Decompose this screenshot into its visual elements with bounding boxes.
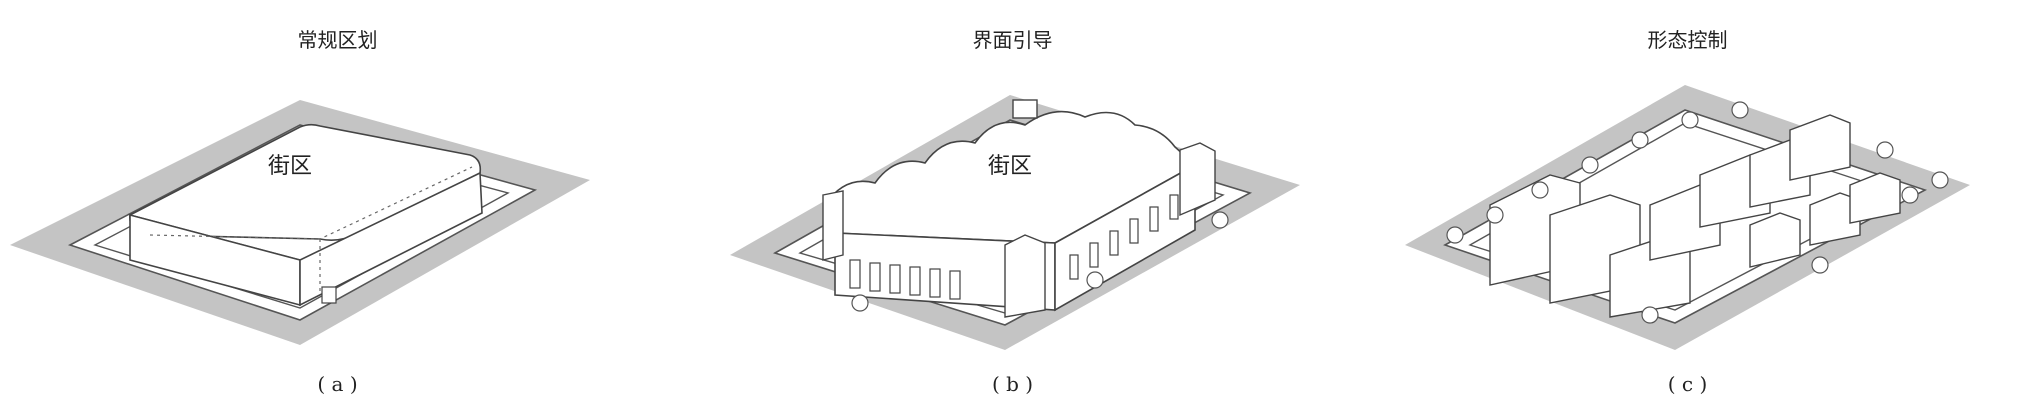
corner-tower: [1179, 142, 1216, 217]
block-roof: [824, 110, 1197, 244]
street-trees: [1446, 101, 1949, 324]
panel-c-title: 形态控制: [1647, 28, 1728, 52]
panel-b-caption: ( b ): [991, 372, 1034, 396]
illustration-interface-guidance: 街区: [730, 95, 1300, 350]
roof-cupola: [1012, 99, 1038, 119]
corner-tower: [1004, 234, 1046, 318]
corner-tower: [822, 190, 844, 261]
block-label: 街区: [988, 154, 1032, 179]
panel-a-caption: ( a ): [317, 372, 358, 396]
facade-arcade: [849, 194, 1179, 300]
illustration-regular-zoning: 街区: [10, 100, 590, 345]
block-label: 街区: [268, 154, 312, 179]
panel-b: 界面引导 街区 ( b ): [675, 0, 1350, 419]
buildings: [1489, 114, 1901, 318]
block-right: [299, 171, 483, 307]
entry-gap: [321, 286, 337, 304]
panel-b-title: 界面引导: [972, 28, 1053, 52]
street-trees: [851, 211, 1229, 312]
panel-a-title: 常规区划: [297, 28, 378, 52]
illustration-form-control: [1405, 85, 1970, 350]
panel-c: 形态控制 ( c ): [1350, 0, 2025, 419]
panel-a: 常规区划 街区 ( a ): [0, 0, 675, 419]
panel-c-caption: ( c ): [1667, 372, 1708, 396]
